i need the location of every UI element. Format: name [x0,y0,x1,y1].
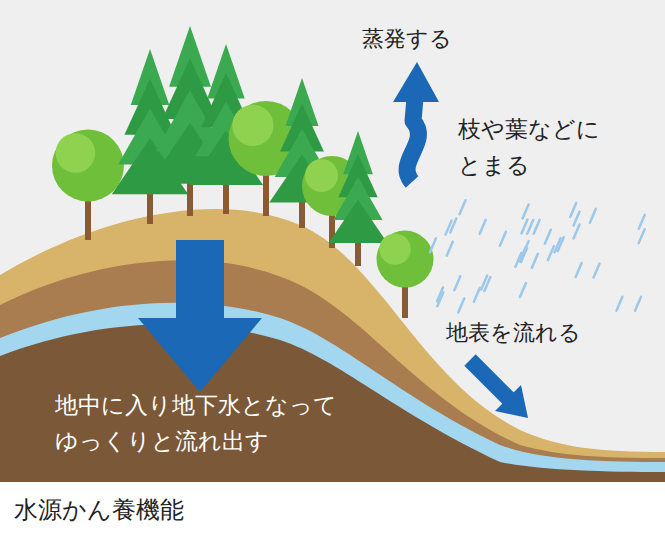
sky-ground [0,0,665,482]
rain-streak [639,215,645,229]
runoff-arrow [470,360,510,400]
rain-streak [635,297,641,311]
rain-streak [527,220,533,234]
interception-label: 枝や葉などに とまる [458,112,610,183]
conifer-crown [329,200,388,243]
rain-streak [430,238,436,252]
rain-streak [616,297,622,311]
rain-streak [480,220,486,234]
rain-streak [450,219,456,233]
broadleaf-crown [52,130,124,202]
broadleaf-highlight [56,133,96,173]
rain-streak [458,298,464,312]
rain-streak [590,209,596,223]
rain-streak [532,254,538,268]
rain-streak [454,276,460,290]
evaporation-label: 蒸発する [362,22,452,56]
rain-streak [594,264,600,278]
caption: 水源かん養機能 [14,492,184,529]
rain-streak [534,220,540,234]
rain-streak [576,263,582,277]
rain-streak [460,200,466,214]
rain-streak [574,212,580,226]
broadleaf-highlight [379,233,410,264]
rain-streak [523,241,529,255]
rain-streak [474,288,480,302]
rain-streaks [430,200,645,312]
rain-streak [500,232,506,246]
evaporation-arrowhead [393,62,439,102]
groundwater-band [0,303,665,482]
runoff-label: 地表を流れる [446,316,581,350]
bedrock-layer [0,324,665,482]
rain-streak [558,237,564,251]
rain-streak [447,242,453,256]
rain-streak [574,224,580,238]
runoff-arrowhead [495,385,528,418]
rain-streak [639,229,645,243]
rain-streak [520,283,526,297]
rain-streak [522,219,528,233]
rain-streak [523,204,529,218]
broadleaf-highlight [232,105,273,146]
broadleaf-crown [377,231,434,288]
rain-streak [481,275,487,289]
rain-streak [437,292,443,306]
evaporation-arrow [407,98,418,182]
rain-streak [548,246,554,260]
broadleaf-highlight [305,159,338,192]
topsoil-layer [0,209,665,482]
forest-trees [52,26,434,318]
rain-streak [545,230,551,244]
infiltration-arrow [138,240,262,392]
soil-layer [0,260,665,482]
rain-streak [570,203,576,217]
groundwater-label: 地中に入り地下水となって ゆっくりと流れ出す [55,388,347,459]
